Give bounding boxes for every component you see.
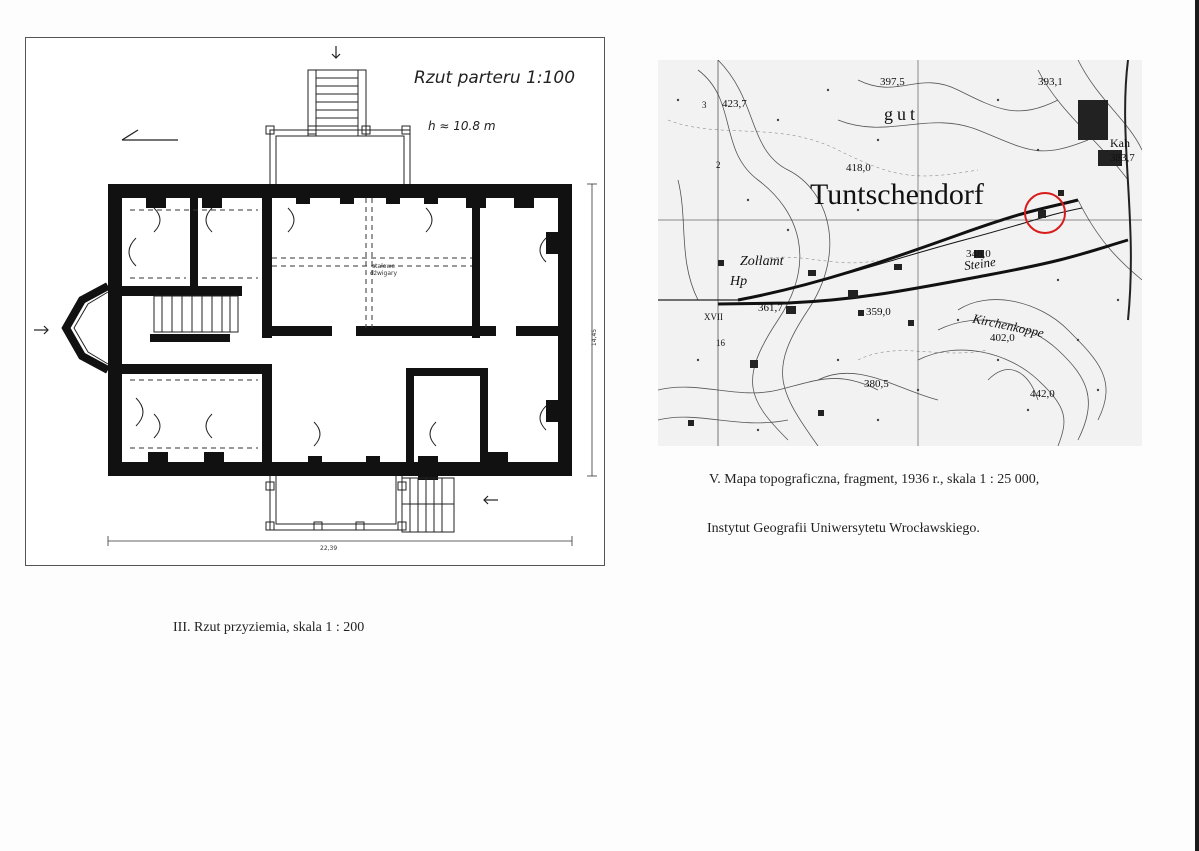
beam-label-line2: dźwigary — [370, 270, 398, 277]
map-texture-svg — [658, 60, 1142, 446]
map-label-gut: gut — [884, 104, 920, 124]
elevation-label: 393,1 — [1038, 76, 1063, 88]
topographic-map: Tuntschendorf gut Zollamt Kirchenkoppe S… — [658, 60, 1142, 446]
map-label-hp: Hp — [730, 274, 748, 289]
elevation-label: 397,5 — [880, 76, 905, 88]
elevation-label: 418,0 — [846, 162, 871, 174]
grid-label: XVII — [704, 312, 723, 322]
plan-caption: III. Rzut przyziemia, skala 1 : 200 — [173, 620, 365, 635]
location-marker-circle — [1024, 192, 1066, 234]
elevation-label: 380,5 — [864, 378, 889, 390]
elevation-label: 383,7 — [1110, 152, 1135, 164]
scan-edge — [1195, 0, 1199, 851]
grid-label: 3 — [702, 100, 707, 110]
beam-label-line1: stalowe — [371, 263, 396, 270]
beam-label: stalowe dźwigary — [370, 263, 397, 277]
elevation-label: 361,7 — [758, 302, 783, 314]
plan-height-note: h ≈ 10.8 m — [428, 119, 496, 133]
width-dimension: 22,39 — [320, 545, 338, 552]
map-label-zollamt: Zollamt — [740, 254, 784, 269]
map-town-name: Tuntschendorf — [810, 178, 984, 211]
elevation-label: 442,0 — [1030, 388, 1055, 400]
map-caption-line1: V. Mapa topograficzna, fragment, 1936 r.… — [709, 472, 1040, 487]
floor-plan-svg — [34, 46, 597, 546]
elevation-label: 348,0 — [966, 248, 991, 260]
wall-west — [108, 184, 122, 476]
elevation-label: 359,0 — [866, 306, 891, 318]
wall-east — [558, 184, 572, 476]
map-label-kah: Kah — [1110, 136, 1130, 150]
plan-title: Rzut parteru 1:100 — [414, 68, 576, 88]
grid-label: 2 — [716, 160, 721, 170]
elevation-label: 402,0 — [990, 332, 1015, 344]
depth-dimension: 14,45 — [591, 328, 599, 347]
map-caption-line2: Instytut Geografii Uniwersytetu Wrocławs… — [707, 521, 980, 536]
grid-label: 16 — [716, 338, 725, 348]
floor-plan-drawing: Rzut parteru 1:100 h ≈ 10.8 m stalowe dź… — [25, 37, 605, 566]
elevation-label: 423,7 — [722, 98, 747, 110]
